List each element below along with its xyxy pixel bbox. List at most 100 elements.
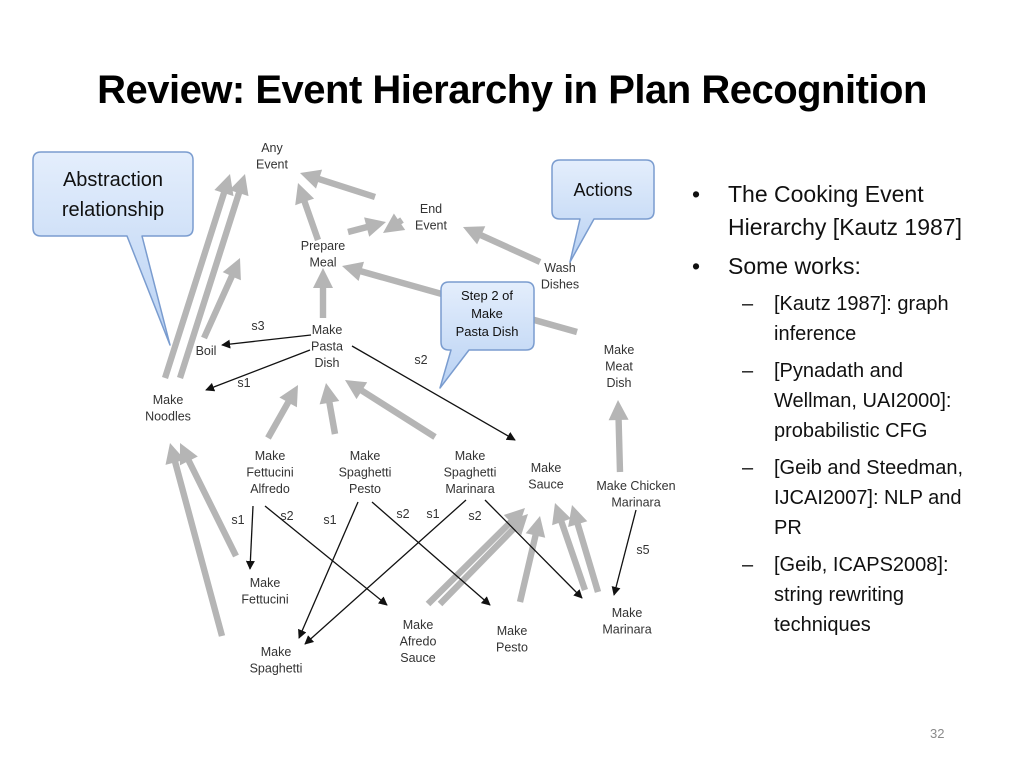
slide-title: Review: Event Hierarchy in Plan Recognit… (97, 68, 927, 112)
bullet-line: Hierarchy [Kautz 1987] (728, 214, 962, 240)
node-label: Pesto (349, 482, 381, 496)
bullet-line: [Kautz 1987]: graph (774, 293, 949, 315)
abstraction-arrow (265, 385, 298, 440)
node-label: Make Chicken (596, 479, 675, 493)
bullet-line: [Pynadath and (774, 360, 903, 382)
step-arrow (298, 501, 359, 639)
node-label: Spaghetti (339, 466, 392, 480)
step-arrow (205, 349, 311, 392)
dash-marker: – (742, 457, 754, 479)
node-label: Make (153, 393, 184, 407)
abstraction-arrow (319, 383, 340, 435)
node-boil: Boil (196, 344, 217, 358)
callout-text: Abstraction (63, 169, 163, 191)
callout-text: Step 2 of (461, 288, 513, 303)
bullet-line: Wellman, UAI2000]: (774, 390, 952, 412)
dash-marker: – (742, 554, 754, 576)
node-label: Make (612, 606, 643, 620)
callout-text: Pasta Dish (456, 324, 519, 339)
abstraction-arrow (347, 217, 386, 237)
callout-text: Make (471, 306, 503, 321)
node-label: Make (250, 576, 281, 590)
node-label: Noodles (145, 410, 191, 424)
node-label: Make (497, 624, 528, 638)
callout-text: Actions (573, 180, 632, 200)
bullet-marker: • (692, 181, 701, 207)
abstraction-arrow (552, 503, 588, 591)
abstraction-arrow (345, 380, 437, 440)
step-arrow (351, 345, 516, 441)
edge-label: s1 (237, 376, 250, 390)
actions-callout: Actions (551, 159, 655, 263)
bullet-marker: • (692, 253, 701, 279)
abstraction-arrow (516, 516, 546, 603)
callout-text: relationship (62, 199, 164, 221)
node-label: Prepare (301, 239, 346, 253)
node-label: Marinara (445, 482, 494, 496)
step-arrow (304, 499, 467, 645)
edge-label: s1 (231, 513, 244, 527)
node-label: Meat (605, 360, 633, 374)
node-label: Event (256, 158, 288, 172)
abstraction-arrow (383, 213, 406, 233)
bullet-line: probabilistic CFG (774, 420, 928, 442)
node-label: Make (604, 343, 635, 357)
abstraction-arrow (177, 174, 249, 379)
node-label: Marinara (611, 496, 660, 510)
bullet-line: [Geib, ICAPS2008]: (774, 554, 949, 576)
edge-label: s5 (636, 543, 649, 557)
node-label: Make (403, 618, 434, 632)
node-label: Make (455, 449, 486, 463)
node-label: Pesto (496, 641, 528, 655)
edge-label: s2 (414, 353, 427, 367)
abstraction-arrow (165, 443, 226, 637)
edge-label: s2 (280, 509, 293, 523)
bullet-line: [Geib and Steedman, (774, 457, 964, 479)
step-arrow (371, 501, 491, 606)
node-label: Alfredo (250, 482, 290, 496)
abstraction-arrow (425, 508, 525, 607)
bullet-line: inference (774, 323, 857, 345)
abstraction-arrows (162, 169, 629, 637)
node-label: End (420, 202, 442, 216)
abstraction-arrow (608, 400, 629, 473)
step-arrow (611, 509, 637, 596)
abstraction-arrow (295, 183, 321, 242)
abstraction-arrow (437, 514, 528, 607)
step-arrow (221, 334, 312, 349)
node-label: Sauce (400, 651, 435, 665)
node-label: Make (255, 449, 286, 463)
abstraction-arrow (463, 226, 542, 265)
node-label: Afredo (400, 635, 437, 649)
bullet-line: IJCAI2007]: NLP and (774, 487, 962, 509)
node-label: Pasta (311, 340, 343, 354)
dash-marker: – (742, 293, 754, 315)
step-arrows (205, 334, 637, 645)
node-label: Dish (606, 376, 631, 390)
node-label: Make (261, 645, 292, 659)
node-label: Marinara (602, 623, 651, 637)
bullet-item: •Some works: (690, 250, 1010, 283)
abstraction-arrow (201, 258, 241, 340)
node-label: Sauce (528, 478, 563, 492)
bullet-line: techniques (774, 614, 871, 636)
step-arrow (484, 499, 583, 599)
